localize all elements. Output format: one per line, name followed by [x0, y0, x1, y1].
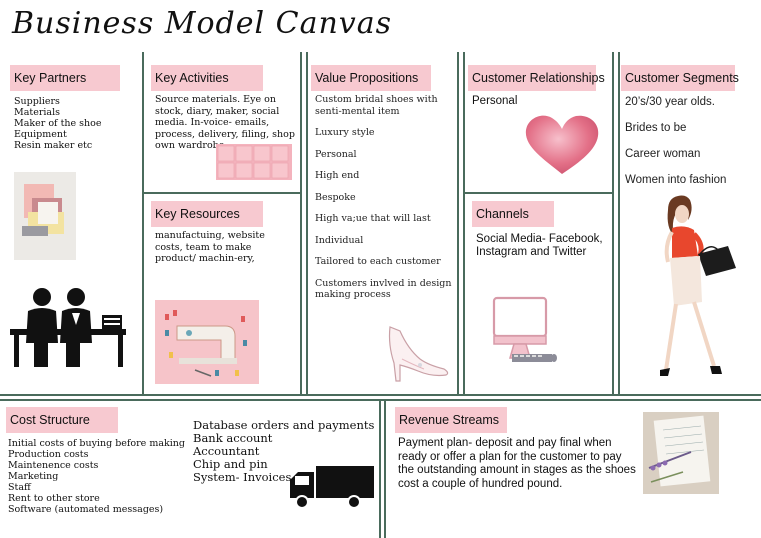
cost-structure-list-secondary: Database orders and payments Bank accoun… — [193, 419, 375, 484]
list-item: Staff — [8, 482, 31, 493]
list-item: Tailored to each customer — [315, 256, 441, 267]
key-partners-label: Key Partners — [10, 65, 120, 91]
list-item: 20’s/30 year olds. — [625, 96, 715, 108]
divider — [618, 52, 620, 394]
list-item: Personal — [315, 148, 357, 160]
key-resources-label: Key Resources — [151, 201, 263, 227]
cost-structure-list: Initial costs of buying before making Pr… — [8, 438, 188, 515]
divider — [0, 399, 761, 401]
notebook-lavender-image — [643, 412, 719, 494]
fashion-woman-illustration — [660, 195, 736, 376]
divider — [384, 401, 386, 538]
list-item: Bespoke — [315, 191, 356, 203]
key-resources-text: manufactuing, website costs, team to mak… — [155, 230, 265, 264]
list-item: Marketing — [8, 471, 59, 482]
revenue-streams-label: Revenue Streams — [395, 407, 507, 433]
key-partners-list: Suppliers Materials Maker of the shoe Eq… — [14, 96, 139, 151]
sticky-notes-image — [216, 144, 292, 180]
list-item: Maintenence costs — [8, 460, 99, 471]
list-item: Individual — [315, 234, 364, 246]
list-item: Rent to other store — [8, 493, 100, 504]
list-item: Career woman — [625, 148, 701, 160]
high-heel-shoe-icon — [388, 326, 449, 382]
key-activities-label: Key Activities — [151, 65, 263, 91]
list-item: Database orders and payments — [193, 418, 375, 432]
divider — [0, 394, 761, 396]
revenue-streams-text: Payment plan- deposit and pay final when… — [398, 437, 636, 490]
divider — [465, 192, 612, 194]
customer-segments-label: Customer Segments — [621, 65, 739, 91]
list-item: Luxury style — [315, 127, 375, 138]
list-item: Custom bridal shoes with senti-mental it… — [315, 94, 438, 117]
list-item: Women into fashion — [625, 174, 727, 186]
heart-icon — [525, 115, 599, 174]
list-item: Bank account — [193, 431, 273, 445]
divider — [300, 52, 302, 394]
list-item: Production costs — [8, 449, 89, 460]
value-propositions-list: Custom bridal shoes with senti-mental it… — [315, 94, 453, 311]
divider — [457, 52, 459, 394]
channels-label: Channels — [472, 201, 554, 227]
list-item: Equipment — [14, 129, 67, 140]
divider — [144, 192, 300, 194]
list-item: Customers invlved in design making proce… — [315, 277, 452, 301]
cost-structure-label: Cost Structure — [6, 407, 118, 433]
customer-relationships-text: Personal — [472, 95, 518, 107]
list-item: Brides to be — [625, 122, 687, 134]
channels-text: Social Media- Facebook, Instagram and Tw… — [476, 233, 603, 258]
delivery-truck-icon — [290, 466, 374, 509]
page-title: Business Model Canvas — [12, 6, 393, 41]
computer-monitor-icon — [492, 296, 557, 362]
divider — [142, 52, 144, 394]
sewing-tools-image — [155, 300, 259, 384]
divider — [463, 52, 465, 394]
divider — [306, 52, 308, 394]
list-item: Materials — [14, 107, 60, 118]
customer-relationships-label: Customer Relationships — [468, 65, 605, 91]
material-swatches-image — [14, 172, 76, 260]
list-item: System- Invoices — [193, 470, 292, 484]
list-item: Accountant — [193, 444, 260, 458]
list-item: High va;ue that will last — [315, 213, 431, 224]
list-item: Initial costs of buying before making — [8, 438, 185, 449]
list-item: High end — [315, 170, 360, 181]
list-item: Maker of the shoe — [14, 118, 102, 129]
divider — [612, 52, 614, 394]
list-item: Software (automated messages) — [8, 504, 164, 515]
divider — [379, 401, 381, 538]
customer-segments-list: 20’s/30 year olds. Brides to be Career w… — [625, 96, 757, 200]
key-activities-text: Source materials. Eye on stock, diary, m… — [155, 94, 295, 151]
meeting-people-icon — [10, 288, 126, 367]
list-item: Chip and pin — [193, 457, 268, 471]
list-item: Resin maker etc — [14, 140, 93, 151]
list-item: Suppliers — [14, 96, 60, 107]
value-propositions-label: Value Propositions — [311, 65, 431, 91]
